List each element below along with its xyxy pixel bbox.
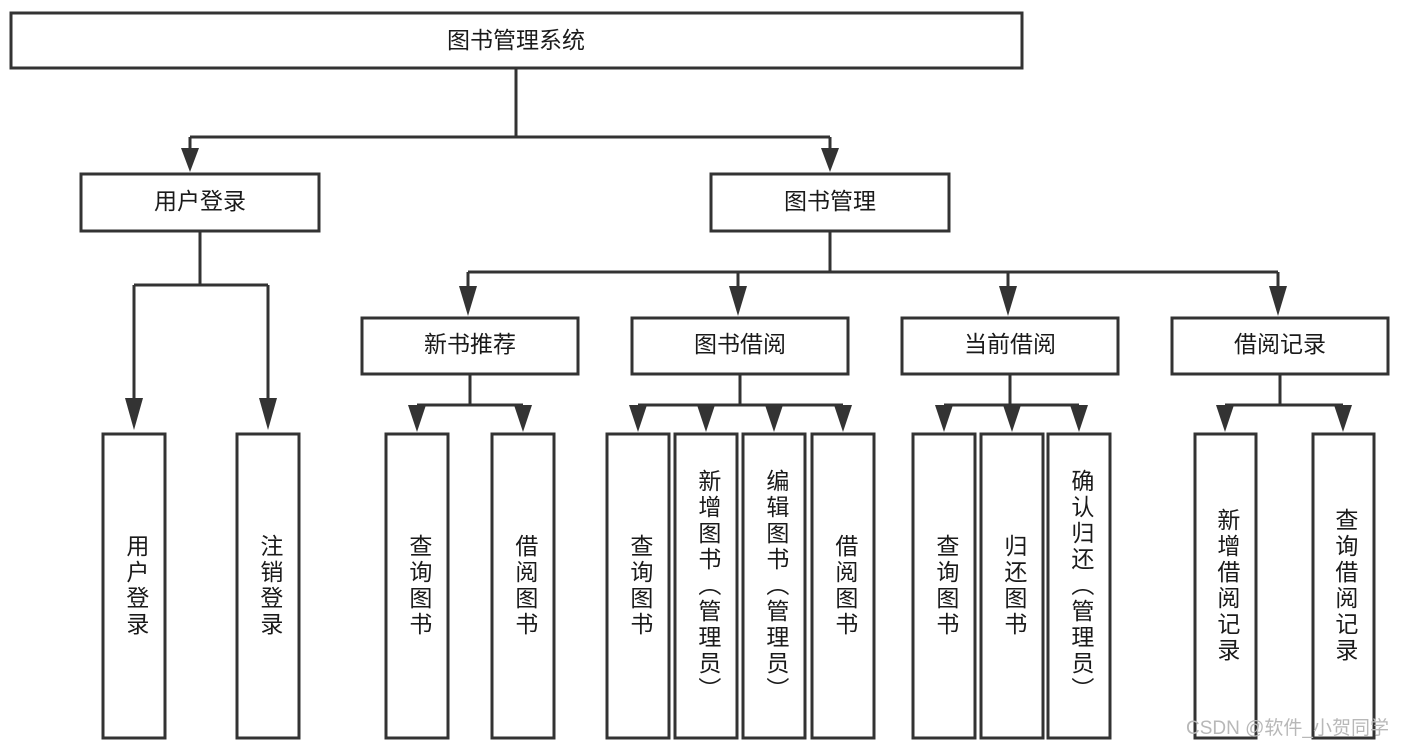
leaf-user-login-box[interactable]	[101, 432, 167, 740]
leaf-newbook-query-label: 查询图书	[406, 534, 433, 638]
arrowhead-currentborrow-1	[1003, 405, 1021, 432]
arrowhead-userlogin-1	[259, 398, 277, 430]
node-current-borrow-label: 当前借阅	[964, 331, 1056, 357]
leaf-borrowrecord-add-box[interactable]	[1193, 432, 1258, 740]
leaf-node[interactable]: 借阅图书	[490, 432, 556, 740]
node-book-borrow[interactable]: 图书借阅	[630, 316, 850, 376]
arrowhead-currentborrow-2	[1070, 405, 1088, 432]
leaf-bookborrow-borrow-box[interactable]	[810, 432, 876, 740]
leaf-node[interactable]: 查询图书	[911, 432, 977, 740]
leaf-newbook-borrow-box[interactable]	[490, 432, 556, 740]
leaf-node[interactable]: 查询借阅记录	[1311, 432, 1376, 740]
node-book-management[interactable]: 图书管理	[709, 172, 951, 233]
arrowhead-borrowrecord-0	[1216, 405, 1234, 432]
leaf-node[interactable]: 归还图书	[979, 432, 1045, 740]
node-new-book-recommend-label: 新书推荐	[424, 331, 516, 357]
arrowhead-bookmanage-0	[459, 286, 477, 316]
node-borrow-record-box[interactable]	[1170, 316, 1390, 376]
leaf-currentborrow-confirm-label: 确认归还（管理员）	[1068, 469, 1095, 703]
node-new-book-recommend-box[interactable]	[360, 316, 580, 376]
arrowhead-newbook-0	[408, 405, 426, 432]
node-user-login-box[interactable]	[79, 172, 321, 233]
leaf-node[interactable]: 编辑图书（管理员）	[741, 432, 807, 740]
node-user-login-label: 用户登录	[154, 188, 246, 214]
node-book-management-label: 图书管理	[784, 188, 876, 214]
arrowhead-bookborrow-1	[697, 405, 715, 432]
leaf-borrowrecord-query-label: 查询借阅记录	[1332, 508, 1359, 664]
leaf-borrowrecord-query-box[interactable]	[1311, 432, 1376, 740]
arrowhead-borrowrecord-1	[1334, 405, 1352, 432]
node-borrow-record-label: 借阅记录	[1234, 331, 1326, 357]
leaf-node[interactable]: 查询图书	[384, 432, 450, 740]
leaf-user-login-label: 用户登录	[123, 534, 150, 638]
leaf-node[interactable]: 查询图书	[605, 432, 671, 740]
arrowhead-root-to-l1-0	[181, 148, 199, 172]
leaf-bookborrow-query-label: 查询图书	[627, 534, 654, 638]
leaf-bookborrow-query-box[interactable]	[605, 432, 671, 740]
node-current-borrow-box[interactable]	[900, 316, 1120, 376]
leaf-node[interactable]: 用户登录	[101, 432, 167, 740]
node-current-borrow[interactable]: 当前借阅	[900, 316, 1120, 376]
node-book-borrow-box[interactable]	[630, 316, 850, 376]
leaf-currentborrow-query-box[interactable]	[911, 432, 977, 740]
arrowhead-bookmanage-1	[729, 286, 747, 316]
leaf-currentborrow-query-label: 查询图书	[933, 534, 960, 638]
leaf-node[interactable]: 注销登录	[235, 432, 301, 740]
leaf-newbook-borrow-label: 借阅图书	[512, 534, 539, 638]
connector-group-new-book	[408, 374, 532, 432]
node-book-management-box[interactable]	[709, 172, 951, 233]
arrowhead-bookmanage-3	[1269, 286, 1287, 316]
leaf-bookborrow-borrow-label: 借阅图书	[832, 534, 859, 638]
leaf-bookborrow-edit-label: 编辑图书（管理员）	[763, 469, 790, 703]
arrowhead-currentborrow-0	[935, 405, 953, 432]
leaf-borrowrecord-add-label: 新增借阅记录	[1214, 508, 1241, 664]
node-borrow-record[interactable]: 借阅记录	[1170, 316, 1390, 376]
arrowhead-userlogin-0	[125, 398, 143, 430]
leaf-node[interactable]: 新增借阅记录	[1193, 432, 1258, 740]
arrowhead-bookborrow-0	[629, 405, 647, 432]
connector-group-user-login	[125, 231, 277, 430]
connector-group-borrow-record	[1216, 374, 1352, 432]
node-new-book-recommend[interactable]: 新书推荐	[360, 316, 580, 376]
arrowhead-bookborrow-3	[834, 405, 852, 432]
leaf-logout-label: 注销登录	[257, 534, 284, 638]
arrowhead-newbook-1	[514, 405, 532, 432]
leaf-currentborrow-return-box[interactable]	[979, 432, 1045, 740]
leaf-node[interactable]: 新增图书（管理员）	[673, 432, 739, 740]
leaf-node[interactable]: 确认归还（管理员）	[1046, 432, 1112, 740]
node-user-login[interactable]: 用户登录	[79, 172, 321, 233]
leaf-node[interactable]: 借阅图书	[810, 432, 876, 740]
connector-group-current-borrow	[935, 374, 1088, 432]
arrowhead-bookmanage-2	[999, 286, 1017, 316]
node-root-box[interactable]	[9, 11, 1024, 70]
leaf-bookborrow-edit-box[interactable]	[741, 432, 807, 740]
leaf-newbook-query-box[interactable]	[384, 432, 450, 740]
node-book-borrow-label: 图书借阅	[694, 331, 786, 357]
arrowhead-root-to-l1-1	[821, 148, 839, 172]
leaf-bookborrow-add-box[interactable]	[673, 432, 739, 740]
leaf-currentborrow-return-label: 归还图书	[1001, 534, 1028, 638]
connector-group-root	[181, 68, 839, 172]
node-root-book-management-system[interactable]: 图书管理系统	[9, 11, 1024, 70]
leaf-bookborrow-add-label: 新增图书（管理员）	[695, 469, 722, 703]
node-root-label: 图书管理系统	[447, 27, 585, 53]
leaf-logout-box[interactable]	[235, 432, 301, 740]
leaf-currentborrow-confirm-box[interactable]	[1046, 432, 1112, 740]
arrowhead-bookborrow-2	[765, 405, 783, 432]
connector-group-book-borrow	[629, 374, 852, 432]
connector-group-book-manage	[459, 231, 1287, 316]
